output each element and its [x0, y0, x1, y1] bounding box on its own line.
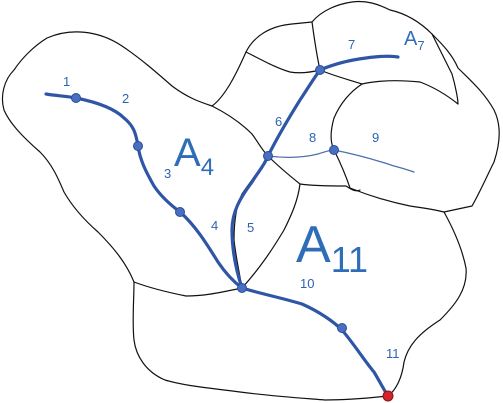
segment-label-4: 4: [211, 218, 218, 233]
river-reach-7: [318, 54, 400, 72]
area-label-a7: A7: [404, 28, 425, 53]
node-junction-1: [71, 93, 81, 103]
river-reach-1-4: [44, 92, 244, 290]
river-reach-8-9: [267, 149, 415, 173]
boundary-6-left: [245, 51, 321, 74]
river-reach-5-6: [230, 154, 270, 290]
river-nodes: [71, 65, 394, 402]
boundary-9-bottom: [333, 149, 445, 213]
segment-label-3: 3: [164, 166, 171, 181]
segment-label-9: 9: [372, 130, 379, 145]
node-junction-7: [315, 65, 325, 75]
boundary-8-bottom: [267, 155, 361, 192]
node-junction-11: [337, 323, 347, 333]
segment-label-1: 1: [63, 74, 70, 89]
segment-label-2: 2: [122, 91, 129, 106]
segment-label-10: 10: [300, 276, 314, 291]
node-junction-3: [133, 141, 143, 151]
river-reach-6-7: [266, 68, 322, 158]
segment-label-6: 6: [275, 114, 282, 129]
node-junction-9: [329, 145, 339, 155]
boundary-5-a11: [241, 183, 301, 289]
segment-label-8: 8: [309, 130, 316, 145]
area-label-a4: A4: [174, 131, 214, 181]
river-network: [44, 54, 415, 398]
boundary-7-right: [361, 33, 459, 105]
boundary-a4-bottom: [133, 281, 243, 297]
river-reach-10-11: [240, 286, 390, 398]
node-confluence-main: [237, 283, 247, 293]
boundary-7-left: [311, 21, 321, 71]
segment-label-11: 11: [386, 346, 400, 361]
node-confluence-6: [263, 151, 273, 161]
area-labels: A4 A7 A11: [174, 28, 425, 280]
area-label-a11: A11: [296, 216, 368, 280]
boundary-8-top: [319, 69, 363, 151]
boundary-a4-top: [211, 105, 269, 157]
segment-labels: 1 2 3 4 5 6 7 8 9 10 11: [63, 37, 400, 361]
segment-label-5: 5: [247, 220, 254, 235]
segment-label-7: 7: [348, 37, 355, 52]
node-outlet: [382, 390, 394, 402]
node-junction-4: [175, 207, 185, 217]
